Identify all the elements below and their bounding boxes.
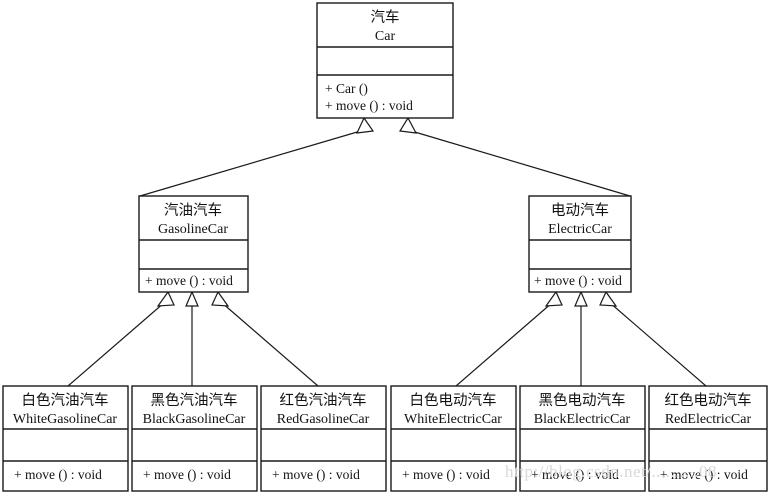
class-whiteelectriccar-en-name: WhiteElectricCar	[404, 412, 502, 427]
edge-whitegasolinecar-to-gasolinecar	[67, 301, 166, 387]
arrowhead-icon-gasolinecar	[355, 116, 375, 134]
class-blackgasolinecar-cn-name: 黑色汽油汽车	[151, 392, 238, 409]
class-redgasolinecar-en-name: RedGasolineCar	[277, 412, 370, 427]
class-box-car-outline	[316, 2, 454, 119]
class-box-gasolinecar[interactable]: 汽油汽车 GasolineCar + move () : void	[138, 195, 249, 293]
class-blackelectriccar-en-name: BlackElectricCar	[534, 412, 631, 427]
class-car-method-0: + Car ()	[325, 81, 368, 96]
class-car-method-1: + move () : void	[325, 98, 413, 113]
class-redelectriccar-en-name: RedElectricCar	[665, 412, 752, 427]
inheritance-arrowheads	[156, 116, 618, 307]
class-box-whitegasolinecar[interactable]: 白色汽油汽车 WhiteGasolineCar + move () : void	[2, 385, 129, 492]
class-whiteelectriccar-method-0: + move () : void	[402, 467, 490, 482]
arrowhead-icon-electriccar	[399, 116, 418, 134]
arrowhead-icon-whiteelectriccar	[544, 290, 563, 307]
class-gasolinecar-en-name: GasolineCar	[158, 222, 228, 237]
arrowhead-icon-blackgasolinecar	[185, 290, 199, 307]
edge-electriccar-to-car	[407, 129, 631, 197]
class-box-redelectriccar[interactable]: 红色电动汽车 RedElectricCar + move () : void	[648, 385, 768, 492]
class-blackelectriccar-method-0: + move () : void	[531, 467, 619, 482]
edge-redgasolinecar-to-gasolinecar	[220, 301, 319, 387]
class-box-blackelectriccar-outline	[519, 385, 646, 492]
class-blackgasolinecar-method-0: + move () : void	[143, 467, 231, 482]
class-box-blackgasolinecar-outline	[131, 385, 258, 492]
class-blackgasolinecar-en-name: BlackGasolineCar	[143, 412, 246, 427]
arrowhead-icon-redgasolinecar	[211, 290, 230, 307]
edge-gasolinecar-to-car	[139, 129, 365, 197]
class-car-en-name: Car	[375, 29, 396, 44]
class-car-cn-name: 汽车	[371, 9, 400, 26]
arrowhead-icon-redelectriccar	[599, 290, 618, 307]
edge-redelectriccar-to-electriccar	[608, 301, 707, 387]
class-box-whiteelectriccar-outline	[390, 385, 517, 492]
class-redelectriccar-method-0: + move () : void	[660, 467, 748, 482]
class-box-redgasolinecar[interactable]: 红色汽油汽车 RedGasolineCar + move () : void	[260, 385, 387, 492]
class-box-car[interactable]: 汽车 Car + Car () + move () : void	[316, 2, 454, 119]
edge-whiteelectriccar-to-electriccar	[455, 301, 554, 387]
class-box-whiteelectriccar[interactable]: 白色电动汽车 WhiteElectricCar + move () : void	[390, 385, 517, 492]
class-redelectriccar-cn-name: 红色电动汽车	[665, 392, 752, 409]
class-electriccar-en-name: ElectricCar	[548, 222, 612, 237]
class-redgasolinecar-method-0: + move () : void	[272, 467, 360, 482]
class-redgasolinecar-cn-name: 红色汽油汽车	[280, 392, 367, 409]
class-box-whitegasolinecar-outline	[2, 385, 129, 492]
class-whitegasolinecar-method-0: + move () : void	[14, 467, 102, 482]
class-box-blackgasolinecar[interactable]: 黑色汽油汽车 BlackGasolineCar + move () : void	[131, 385, 258, 492]
class-box-electriccar[interactable]: 电动汽车 ElectricCar + move () : void	[528, 195, 632, 293]
arrowhead-icon-blackelectriccar	[574, 290, 588, 307]
class-box-electriccar-outline	[528, 195, 632, 293]
class-box-blackelectriccar[interactable]: 黑色电动汽车 BlackElectricCar + move () : void	[519, 385, 646, 492]
class-box-gasolinecar-outline	[138, 195, 249, 293]
class-gasolinecar-method-0: + move () : void	[145, 273, 233, 288]
watermark-text: http://blog.csdn.net/..........08	[505, 462, 717, 481]
inheritance-connectors	[67, 129, 707, 387]
arrowhead-icon-whitegasolinecar	[156, 290, 175, 307]
class-whiteelectriccar-cn-name: 白色电动汽车	[410, 392, 497, 409]
class-gasolinecar-cn-name: 汽油汽车	[164, 202, 222, 219]
class-box-redelectriccar-outline	[648, 385, 768, 492]
class-blackelectriccar-cn-name: 黑色电动汽车	[539, 392, 626, 409]
class-box-redgasolinecar-outline	[260, 385, 387, 492]
class-electriccar-cn-name: 电动汽车	[551, 202, 609, 219]
class-electriccar-method-0: + move () : void	[534, 273, 622, 288]
class-whitegasolinecar-en-name: WhiteGasolineCar	[13, 412, 118, 427]
class-whitegasolinecar-cn-name: 白色汽油汽车	[22, 392, 109, 409]
